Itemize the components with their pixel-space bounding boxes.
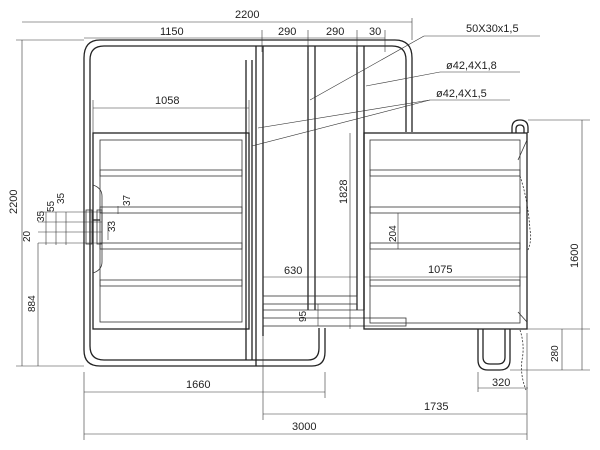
dim-left-55: 55 (46, 200, 57, 212)
dim-vertical-1828: 1828 (338, 180, 350, 204)
dim-mid-630: 630 (284, 265, 302, 277)
dim-left-20: 20 (22, 230, 33, 242)
dim-right-280: 280 (550, 345, 561, 362)
right-hinge-loops (477, 119, 529, 371)
right-gate-frame (363, 132, 528, 330)
callout-tube-18: ø42,4X1,8 (446, 60, 497, 72)
dim-left-884: 884 (27, 295, 38, 312)
callout-rect-tube: 50X30x1,5 (466, 23, 519, 35)
callout-tube-15: ø42,4X1,5 (436, 88, 487, 100)
dim-bottom-1735: 1735 (424, 401, 448, 413)
left-gate-outer-frame (83, 39, 413, 367)
callout-leaders (251, 35, 540, 147)
dim-top-total: 2200 (235, 9, 259, 21)
dim-top-1150: 1150 (160, 26, 184, 38)
dim-top-290a: 290 (278, 26, 296, 38)
dim-vertical-204: 204 (388, 225, 399, 242)
bottom-dimensions (83, 333, 528, 440)
dim-left-2200: 2200 (8, 190, 20, 214)
dim-left-35a: 35 (36, 210, 47, 222)
top-dimensions (22, 18, 413, 133)
chains (519, 175, 532, 391)
middle-bottom-bar (262, 295, 407, 327)
right-dimensions (510, 119, 590, 371)
dim-inner-1058: 1058 (155, 95, 179, 107)
dim-bottom-3000: 3000 (292, 421, 316, 433)
dim-top-30: 30 (369, 26, 381, 38)
latch-details (85, 209, 103, 245)
dim-small-33: 33 (107, 220, 118, 232)
dim-right-1600: 1600 (569, 244, 581, 268)
dim-mid-95: 95 (298, 310, 309, 322)
dim-bottom-320: 320 (492, 377, 510, 389)
dim-top-290b: 290 (326, 26, 344, 38)
dim-left-35b: 35 (56, 192, 67, 204)
dim-small-37: 37 (122, 194, 133, 206)
left-gate-bars (99, 169, 243, 287)
center-dimensions (263, 133, 527, 329)
left-dimensions (16, 39, 119, 367)
dim-bottom-1660: 1660 (186, 379, 210, 391)
dim-mid-1075: 1075 (428, 264, 452, 276)
